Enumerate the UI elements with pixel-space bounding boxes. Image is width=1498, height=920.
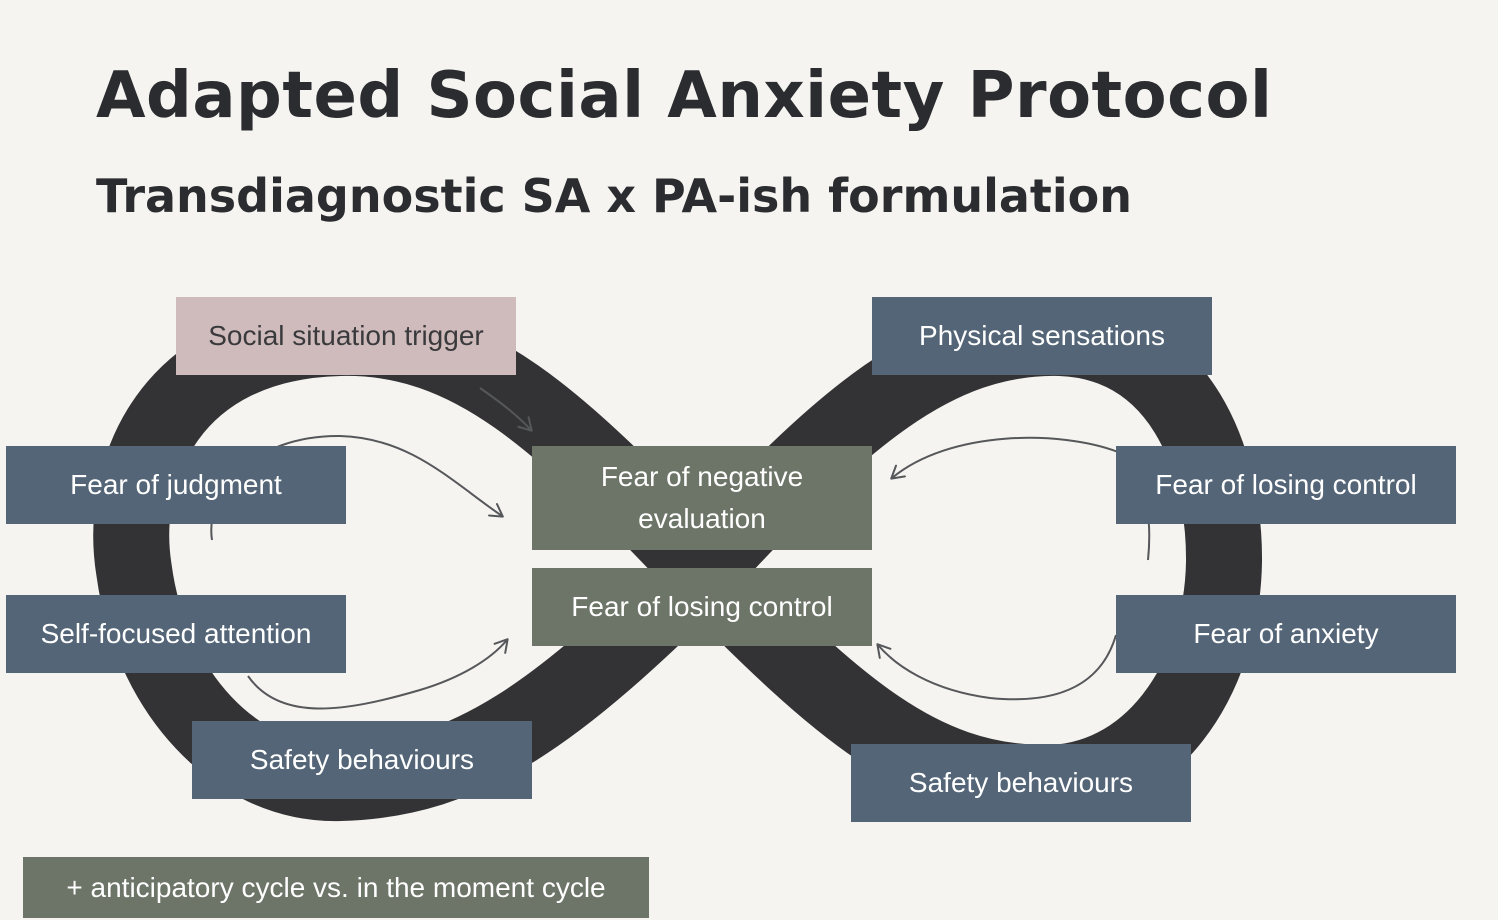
- safety-behaviours-right-box: Safety behaviours: [851, 744, 1191, 822]
- arrow-trigger-to-evaluation: [479, 387, 533, 432]
- social-situation-trigger-box: Social situation trigger: [176, 297, 516, 375]
- self-focused-attention-box: Self-focused attention: [6, 595, 346, 673]
- arrow-attention-to-losing-control: [247, 638, 509, 710]
- physical-sensations-box: Physical sensations: [872, 297, 1212, 375]
- infinity-loop-right-lobe: [674, 299, 1263, 821]
- page-subtitle: Transdiagnostic SA x PA-ish formulation: [96, 169, 1133, 223]
- fear-of-losing-control-center-box: Fear of losing control: [532, 568, 872, 646]
- fear-of-losing-control-right-box: Fear of losing control: [1116, 446, 1456, 524]
- infinity-loop-left-lobe: [93, 299, 730, 821]
- safety-behaviours-left-box: Safety behaviours: [192, 721, 532, 799]
- fear-of-anxiety-box: Fear of anxiety: [1116, 595, 1456, 673]
- arrow-right-to-losing-control: [876, 634, 1117, 701]
- fear-of-negative-evaluation-box: Fear of negative evaluation: [532, 446, 872, 550]
- fear-of-judgment-box: Fear of judgment: [6, 446, 346, 524]
- page-title: Adapted Social Anxiety Protocol: [96, 59, 1273, 133]
- arrow-right-to-evaluation: [890, 436, 1151, 561]
- anticipatory-cycle-note: + anticipatory cycle vs. in the moment c…: [23, 857, 649, 918]
